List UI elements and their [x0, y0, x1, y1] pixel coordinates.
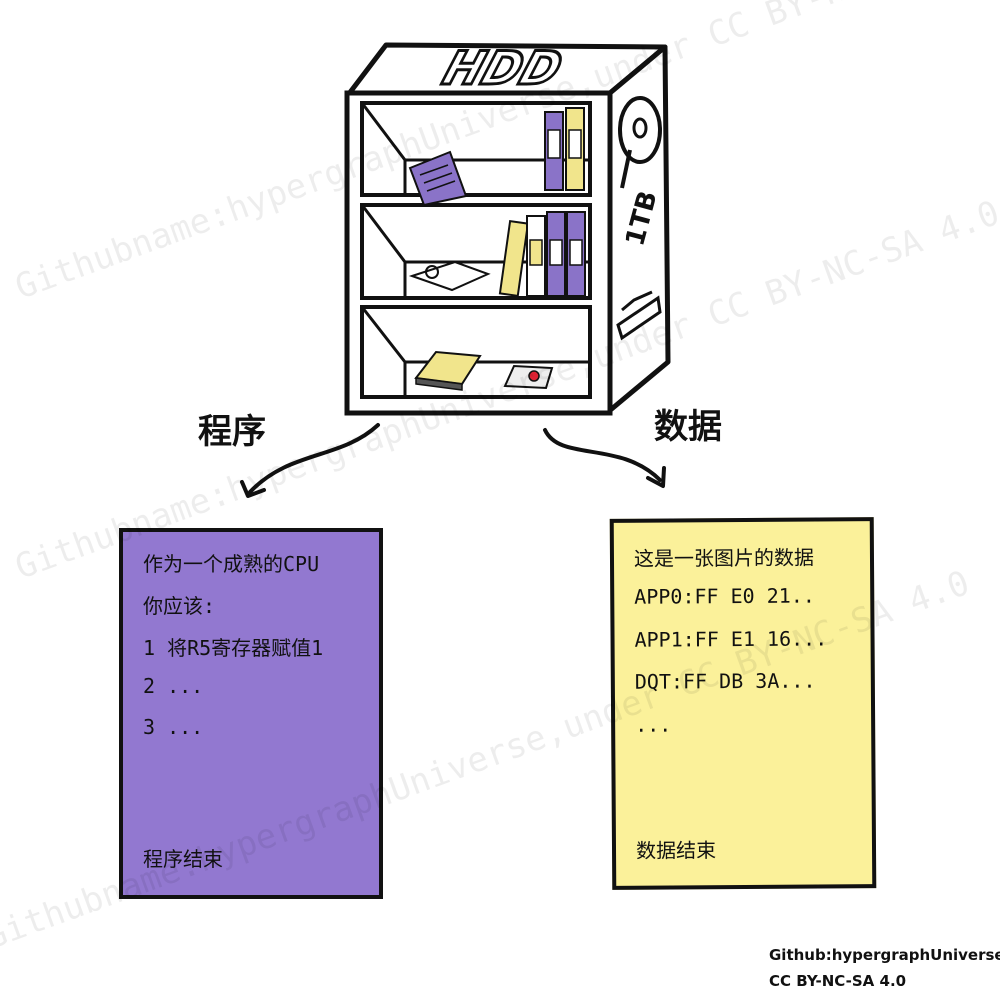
- program-line: 作为一个成熟的CPU: [143, 552, 320, 576]
- stack-of-yellow-papers: [414, 350, 482, 391]
- data-end-line: 数据结束: [635, 838, 717, 863]
- purple-notebook: [408, 150, 468, 207]
- disk-icon: [618, 96, 662, 189]
- data-line: 这是一张图片的数据: [633, 545, 815, 571]
- data-line: APP0:FF E0 21..: [634, 583, 815, 609]
- program-end-line: 程序结束: [143, 847, 223, 871]
- sealed-document: [503, 364, 554, 390]
- folder-icon: [616, 290, 662, 341]
- data-card: 这是一张图片的数据 APP0:FF E0 21.. APP1:FF E1 16.…: [609, 517, 877, 890]
- program-card: 作为一个成熟的CPU 你应该: 1 将R5寄存器赋值1 2 ... 3 ... …: [119, 528, 383, 899]
- data-line: ...: [635, 712, 672, 737]
- credit-block: Github:hypergraphUniverse CC BY-NC-SA 4.…: [769, 942, 1000, 994]
- program-line: 1 将R5寄存器赋值1: [143, 636, 324, 660]
- hdd-title: HDD: [436, 42, 568, 96]
- arrow-to-program: [248, 423, 380, 494]
- books-middle-shelf: [498, 211, 586, 298]
- program-line: 2 ...: [143, 674, 204, 698]
- data-line: DQT:FF DB 3A...: [634, 668, 816, 694]
- data-line: APP1:FF E1 16...: [634, 626, 828, 652]
- credit-license: CC BY-NC-SA 4.0: [769, 972, 907, 990]
- shelf-compartment-bottom: [360, 305, 592, 399]
- program-line: 3 ...: [143, 715, 204, 739]
- program-label: 程序: [198, 412, 266, 452]
- data-label: 数据: [654, 407, 722, 447]
- credit-github: Github:hypergraphUniverse: [769, 946, 1000, 964]
- arrow-to-data: [543, 428, 662, 482]
- program-line: 你应该:: [143, 594, 216, 618]
- books-top-shelf: [544, 107, 585, 191]
- scattered-papers: [408, 260, 491, 292]
